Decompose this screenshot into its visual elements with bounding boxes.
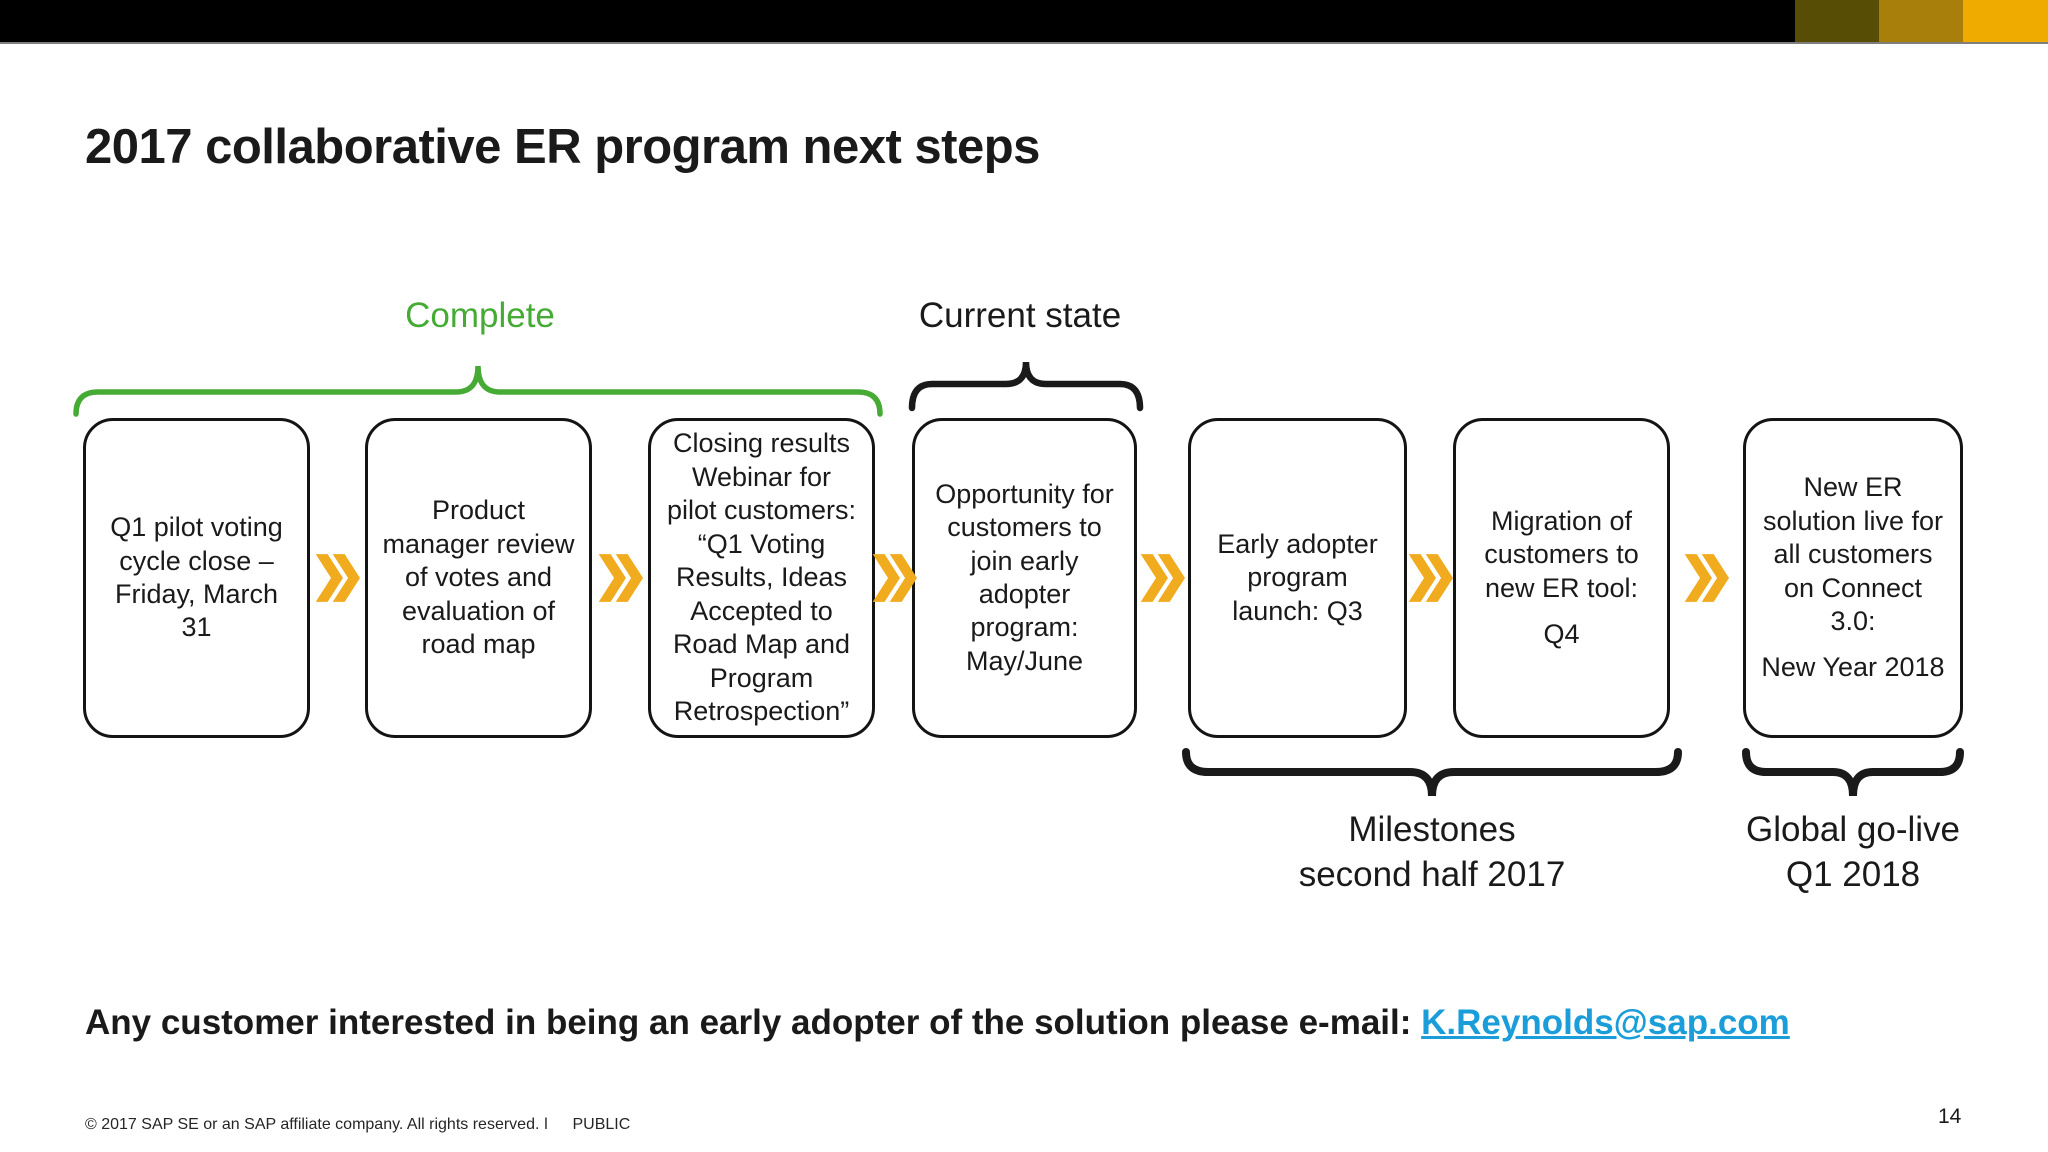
step-box-early-adopter-opportunity: Opportunity for customers to join early … (912, 418, 1137, 738)
step-text: New ER solution live for all customers o… (1762, 472, 1944, 636)
page-title: 2017 collaborative ER program next steps (85, 119, 1040, 174)
top-brand-bar (0, 0, 2048, 44)
email-link[interactable]: K.Reynolds@sap.com (1421, 1003, 1790, 1042)
step-text: New Year 2018 (1761, 652, 1945, 683)
brand-accent-square-bright (1963, 0, 2048, 42)
step-text: Early adopter program launch: Q3 (1217, 528, 1378, 626)
global-golive-label-line1: Global go-live (1746, 810, 1960, 849)
copyright-text: © 2017 SAP SE or an SAP affiliate compan… (85, 1116, 549, 1133)
global-golive-label: Global go-live Q1 2018 (1746, 808, 1960, 898)
cta-text: Any customer interested in being an earl… (85, 1003, 1422, 1042)
classification-label: PUBLIC (572, 1116, 631, 1133)
step-box-migration-new-er-tool: Migration of customers to new ER tool: Q… (1453, 418, 1670, 738)
cta-line: Any customer interested in being an earl… (85, 1003, 1790, 1043)
brand-accent-square-dark (1795, 0, 1879, 42)
step-box-q1-voting-close: Q1 pilot voting cycle close – Friday, Ma… (83, 418, 310, 738)
global-golive-label-line2: Q1 2018 (1785, 854, 1921, 894)
next-chevron-icon (1140, 554, 1185, 602)
next-chevron-icon (315, 554, 360, 602)
step-box-product-manager-review: Product manager review of votes and eval… (365, 418, 592, 738)
next-chevron-icon (1684, 554, 1729, 602)
current-state-brace (908, 361, 1144, 412)
milestones-brace (1182, 748, 1682, 797)
page-number: 14 (1938, 1105, 1962, 1128)
complete-brace (73, 365, 883, 417)
brand-accent-square-mid (1879, 0, 1963, 42)
next-chevron-icon (1408, 554, 1453, 602)
milestones-label: Milestones second half 2017 (1299, 808, 1566, 898)
step-box-new-er-solution-live: New ER solution live for all customers o… (1743, 418, 1963, 738)
step-text: Closing results Webinar for pilot custom… (666, 428, 857, 727)
global-golive-brace (1742, 748, 1964, 797)
next-chevron-icon (872, 554, 917, 602)
complete-phase-label: Complete (405, 296, 555, 335)
step-text: Q1 pilot voting cycle close – Friday, Ma… (110, 512, 283, 643)
step-text: Product manager review of votes and eval… (382, 495, 575, 660)
milestones-label-line2: second half 2017 (1298, 854, 1566, 894)
legal-footer: © 2017 SAP SE or an SAP affiliate compan… (85, 1116, 630, 1134)
step-text: Opportunity for customers to join early … (935, 478, 1114, 676)
step-text: Migration of customers to new ER tool: (1484, 505, 1639, 603)
step-box-closing-results-webinar: Closing results Webinar for pilot custom… (648, 418, 875, 738)
next-chevron-icon (598, 554, 643, 602)
current-state-label: Current state (918, 296, 1122, 335)
milestones-label-line1: Milestones (1348, 810, 1516, 849)
step-box-early-adopter-launch: Early adopter program launch: Q3 (1188, 418, 1407, 738)
step-text: Q4 (1543, 618, 1580, 649)
